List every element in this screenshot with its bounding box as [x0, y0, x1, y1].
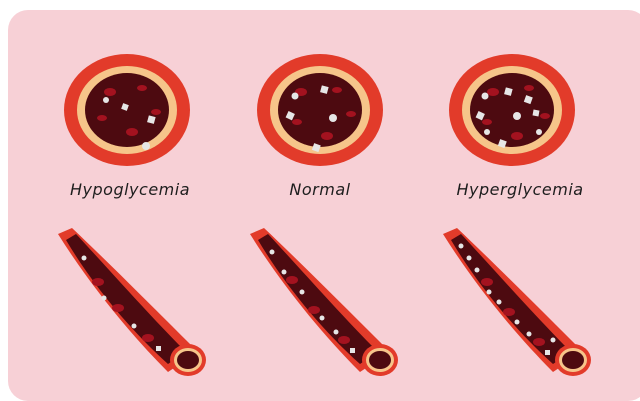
- cross-section-hypoglycemia: [62, 52, 192, 168]
- cross-section-hyperglycemia: [447, 52, 577, 168]
- longitudinal-vessel-normal: [240, 222, 410, 382]
- label-normal: Normal: [220, 180, 420, 199]
- longitudinal-vessel-hypoglycemia: [48, 222, 218, 382]
- longitudinal-vessel-hyperglycemia: [433, 222, 603, 382]
- label-hypoglycemia: Hypoglycemia: [30, 180, 230, 199]
- label-hyperglycemia: Hyperglycemia: [420, 180, 620, 199]
- cross-section-normal: [255, 52, 385, 168]
